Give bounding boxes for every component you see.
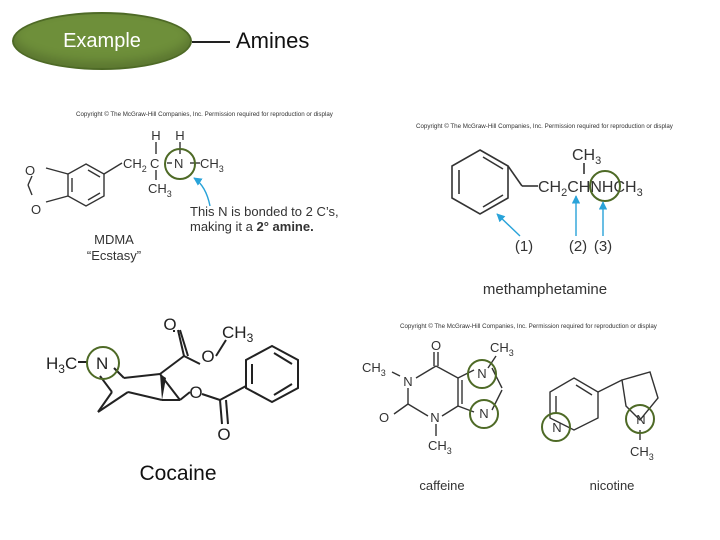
- cocaine-benzene-ring: [245, 344, 299, 404]
- meth-arrow-1: [496, 213, 521, 237]
- nicotine-caption: nicotine: [590, 478, 635, 493]
- meth-label-1: (1): [515, 238, 533, 255]
- mdma-atom-h1: H: [151, 128, 160, 143]
- mdma-ch3-right: CH3: [200, 156, 224, 174]
- mdma-atom-n: N: [174, 156, 183, 171]
- caffeine-atom-o-left: O: [379, 410, 389, 425]
- mdma-atom-o2: O: [31, 202, 41, 217]
- mdma-caption-line1: MDMA: [94, 232, 134, 247]
- mdma-atom-h2: H: [175, 128, 184, 143]
- caffeine-ch3-left: CH3: [362, 360, 386, 378]
- cocaine-atom-o-top: O: [163, 315, 176, 334]
- cocaine-atom-o-bottom: O: [217, 425, 230, 444]
- title-connector-line: [192, 41, 230, 43]
- caffeine-atom-n3: N: [430, 410, 439, 425]
- mdma-caption-line2: “Ecstasy”: [87, 248, 141, 263]
- nicotine-structure: [549, 371, 659, 440]
- mdma-atom-o1: O: [25, 163, 35, 178]
- mdma-atom-c: C: [150, 156, 159, 171]
- meth-label-2: (2): [569, 238, 587, 255]
- copyright-meth: Copyright © The McGraw-Hill Companies, I…: [416, 123, 673, 130]
- meth-ch3-top: CH3: [572, 147, 601, 167]
- nicotine-n-pyridine-circle: [541, 412, 571, 442]
- caffeine-ch3-top-right: CH3: [490, 340, 514, 358]
- mdma-note-line2: making it a 2° amine.: [190, 219, 314, 234]
- meth-label-3: (3): [594, 238, 612, 255]
- caffeine-atom-n-right-bot: N: [479, 406, 488, 421]
- mdma-structure: [27, 142, 200, 207]
- cocaine-atom-o-ester: O: [201, 347, 214, 366]
- cocaine-h3c: H3C: [46, 354, 77, 376]
- cocaine-caption: Cocaine: [139, 462, 216, 485]
- cocaine-ch3: CH3: [222, 323, 254, 345]
- caffeine-atom-n-right-top: N: [477, 366, 486, 381]
- cocaine-atom-n: N: [96, 354, 108, 373]
- mdma-benzene-ring: [67, 163, 105, 207]
- cocaine-atom-o-benz: O: [189, 383, 202, 402]
- caffeine-ch3-bottom: CH3: [428, 438, 452, 456]
- copyright-caffeine: Copyright © The McGraw-Hill Companies, I…: [400, 323, 657, 330]
- mdma-pointer-arrow: [193, 177, 211, 207]
- meth-benzene-ring: [451, 149, 509, 215]
- caffeine-n-bottom-highlight-circle: [469, 399, 499, 429]
- nicotine-ch3: CH3: [630, 444, 654, 462]
- nicotine-atom-n-pyrrolidine: N: [636, 412, 645, 427]
- example-pill: Example: [12, 12, 192, 70]
- mdma-note-line1: This N is bonded to 2 C’s,: [190, 204, 339, 219]
- example-label: Example: [63, 29, 141, 52]
- copyright-mdma: Copyright © The McGraw-Hill Companies, I…: [76, 111, 333, 118]
- mdma-ch3-down: CH3: [148, 181, 172, 199]
- nicotine-atom-n-pyridine: N: [552, 420, 561, 435]
- caffeine-atom-n1: N: [403, 374, 412, 389]
- cocaine-structure: [78, 329, 299, 425]
- nicotine-n-pyrrolidine-circle: [625, 404, 655, 434]
- meth-n-highlight-circle: [589, 170, 621, 202]
- mdma-ch2-group: CH2: [123, 156, 147, 174]
- mdma-n-highlight-circle: [164, 148, 196, 180]
- meth-structure: [451, 149, 585, 215]
- cocaine-n-highlight-circle: [86, 346, 120, 380]
- caffeine-atom-o-top: O: [431, 338, 441, 353]
- caffeine-structure: [391, 352, 503, 436]
- meth-caption: methamphetamine: [483, 281, 607, 298]
- page-title: Amines: [236, 28, 310, 53]
- caffeine-caption: caffeine: [419, 478, 464, 493]
- caffeine-n-top-highlight-circle: [467, 359, 497, 389]
